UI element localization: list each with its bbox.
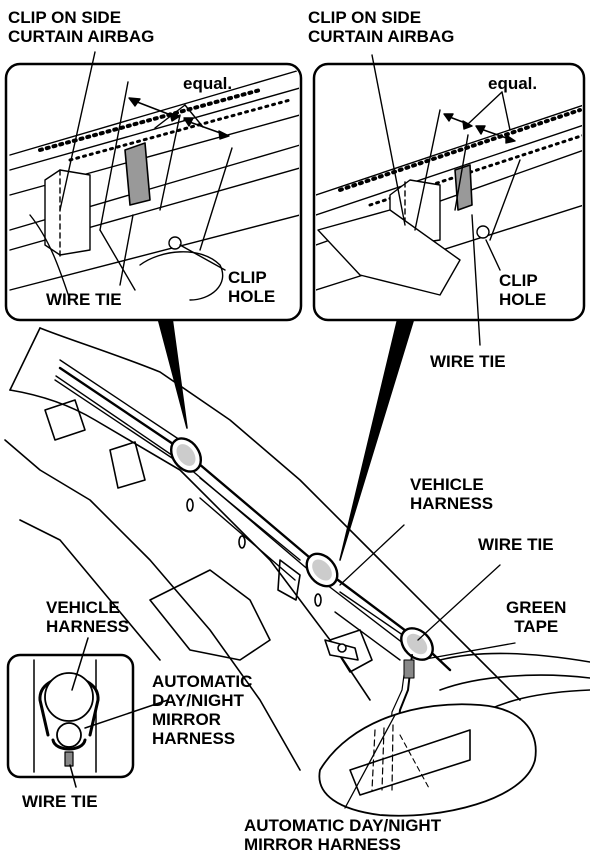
cross-section-wire-tie-label: WIRE TIE: [22, 792, 98, 811]
inset-left-frame: [4, 62, 303, 322]
wire-tie-main-1: [169, 437, 203, 473]
right-inset-equal-label: equal.: [488, 74, 538, 93]
right-inset-clip-hole-label: CLIP HOLE: [499, 271, 547, 309]
right-inset-title: CLIP ON SIDE CURTAIN AIRBAG: [308, 8, 455, 46]
wire-tie-main-2: [305, 552, 339, 588]
wire-tie-main-3: [400, 627, 434, 661]
vehicle-harness-circle: [44, 672, 94, 722]
main-vehicle-harness-label: VEHICLE HARNESS: [410, 475, 494, 513]
cross-section-drawing: [33, 637, 169, 788]
right-inset-wire-tie-label: WIRE TIE: [430, 352, 506, 371]
main-leaders: [339, 524, 516, 809]
green-tape-mark: [403, 659, 415, 679]
left-inset-wire-tie-label: WIRE TIE: [46, 290, 122, 309]
inset-right-drawing: [316, 54, 582, 346]
left-inset-title: CLIP ON SIDE CURTAIN AIRBAG: [8, 8, 155, 46]
cross-section-mirror-harness-label: AUTOMATIC DAY/NIGHT MIRROR HARNESS: [152, 672, 253, 748]
main-green-tape-label: GREEN TAPE: [506, 598, 567, 636]
main-mirror-harness-label: AUTOMATIC DAY/NIGHT MIRROR HARNESS: [244, 816, 442, 854]
pillar-illustration: [4, 317, 590, 817]
cross-section-vehicle-harness-label: VEHICLE HARNESS: [46, 598, 130, 636]
inset-left-drawing: [9, 51, 299, 301]
main-wire-tie-label: WIRE TIE: [478, 535, 554, 554]
mirror-harness-circle: [56, 722, 82, 748]
left-inset-equal-label: equal.: [183, 74, 233, 93]
left-inset-clip-hole-label: CLIP HOLE: [228, 268, 276, 306]
right-inset-pointer: [339, 317, 415, 561]
